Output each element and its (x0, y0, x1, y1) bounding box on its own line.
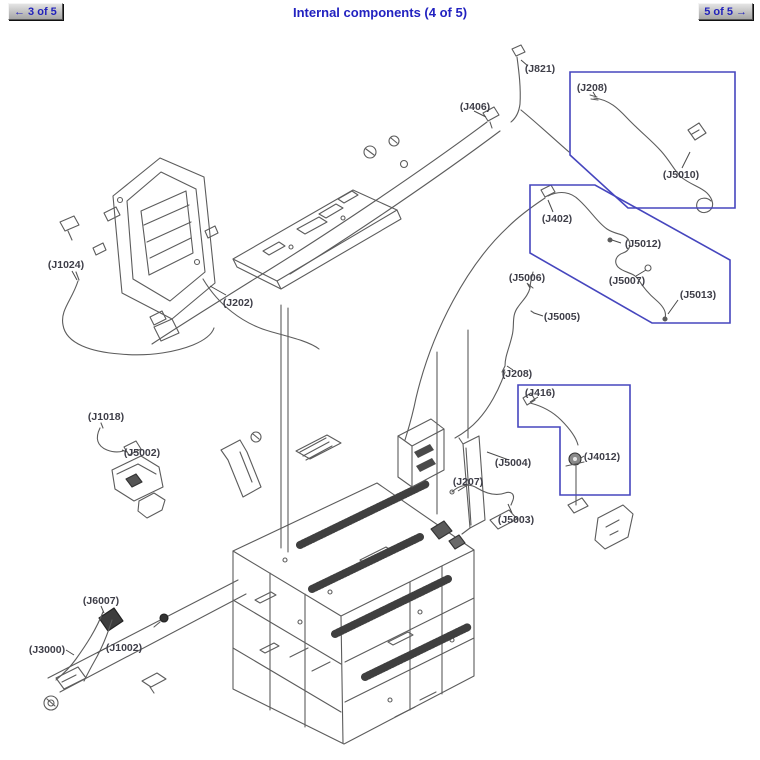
connector-label-j5002: (J5002) (124, 447, 160, 459)
lower-right-bracket (594, 504, 634, 550)
callout-box-j208-j5010 (569, 71, 736, 209)
connector-label-j5007: (J5007) (609, 275, 645, 287)
cable-j821-j406 (482, 44, 526, 129)
cable-j208-j5010 (589, 94, 714, 214)
label-leader-lines (65, 59, 691, 656)
connector-label-j402: (J402) (542, 213, 572, 225)
main-chassis (232, 480, 475, 745)
power-supply-board (232, 135, 409, 290)
connector-label-j5005: (J5005) (544, 311, 580, 323)
connector-label-j208-mid: (J208) (502, 368, 532, 380)
callout-box-j402-j5013 (529, 184, 731, 324)
cable-j416-j4012 (522, 392, 589, 514)
cable-j207-j5003 (449, 484, 515, 506)
cable-j1024 (61, 271, 215, 356)
connector-label-j5012: (J5012) (625, 238, 661, 250)
connector-label-j3000: (J3000) (29, 644, 65, 656)
cable-j1018-j5002 (96, 422, 166, 519)
formatter-cage-assembly (59, 157, 219, 342)
cable-j6007-j3000-j1002 (43, 607, 169, 711)
cable-j5006-j5005 (501, 271, 535, 373)
cable-j202 (202, 278, 320, 350)
connector-label-j5006: (J5006) (509, 272, 545, 284)
wire-harness-lines (151, 109, 570, 553)
guide-rails (47, 579, 247, 693)
connector-label-j1002: (J1002) (106, 642, 142, 654)
connector-label-j6007: (J6007) (83, 595, 119, 607)
connector-label-j821: (J821) (525, 63, 555, 75)
connector-label-j4012: (J4012) (584, 451, 620, 463)
connector-label-j202: (J202) (223, 297, 253, 309)
mounting-brackets (220, 418, 518, 550)
connector-label-j1024: (J1024) (48, 259, 84, 271)
connector-label-j208-top: (J208) (577, 82, 607, 94)
next-page-button[interactable]: 5 of 5 → (698, 3, 753, 20)
connector-label-j416: (J416) (525, 387, 555, 399)
cable-j402-j5013 (540, 184, 668, 322)
connector-label-j5013: (J5013) (680, 289, 716, 301)
vent-slot-hatching (296, 480, 472, 681)
connector-labels: (J821) (J406) (J208) (J5010) (J402) (J50… (29, 63, 716, 656)
callout-box-j416-j4012 (517, 384, 631, 496)
connector-label-j5004: (J5004) (495, 457, 531, 469)
connector-label-j406: (J406) (460, 101, 490, 113)
connector-label-j5010: (J5010) (663, 169, 699, 181)
connector-label-j1018: (J1018) (88, 411, 124, 423)
connector-label-j207: (J207) (453, 476, 483, 488)
prev-page-button[interactable]: ← 3 of 5 (8, 3, 63, 20)
connector-label-j5003: (J5003) (498, 514, 534, 526)
